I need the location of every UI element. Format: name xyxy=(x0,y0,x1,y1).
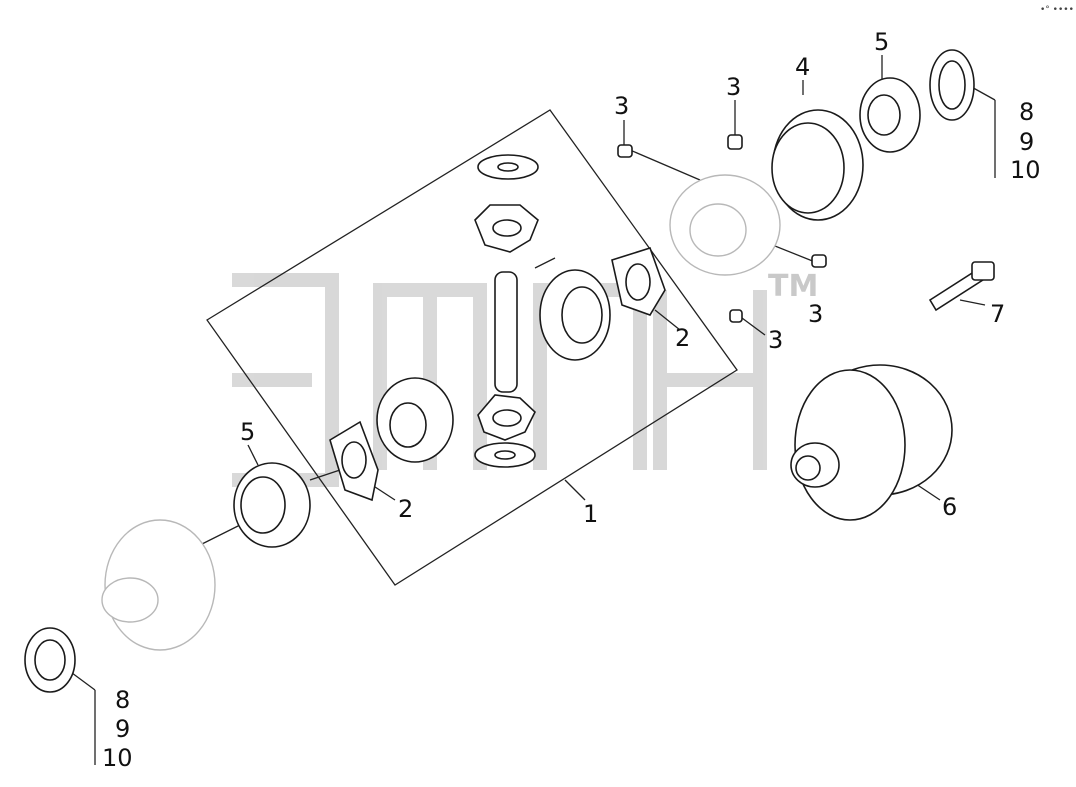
bearing-upper xyxy=(859,77,921,153)
callout-8-upper: 8 xyxy=(1019,98,1034,126)
callout-10-upper: 10 xyxy=(1010,156,1041,184)
callout-8-lower: 8 xyxy=(115,686,130,714)
callout-6: 6 xyxy=(942,493,957,521)
plug-d xyxy=(729,309,743,323)
side-washer-right-hole xyxy=(625,263,651,301)
watermark-trademark: TM xyxy=(768,269,818,304)
case-half-lower-faded xyxy=(101,519,216,651)
plug-b xyxy=(727,134,743,150)
callout-5-upper: 5 xyxy=(874,28,889,56)
side-gear-right xyxy=(539,269,611,361)
callout-9-lower: 9 xyxy=(115,715,130,743)
bearing-cup xyxy=(771,109,864,221)
shim-washer-lower xyxy=(24,627,76,693)
callout-3-right: 3 xyxy=(808,300,823,328)
callout-3-lower: 3 xyxy=(768,326,783,354)
case-half-upper-faded xyxy=(669,174,781,276)
callout-9-upper: 9 xyxy=(1019,128,1034,156)
pinion-gear-top xyxy=(474,204,539,253)
side-washer-left-hole xyxy=(341,441,367,479)
pinion-gear-bottom xyxy=(477,394,536,441)
callout-10-lower: 10 xyxy=(102,744,133,772)
plug-c xyxy=(811,254,827,268)
callout-3-top-left: 3 xyxy=(614,92,629,120)
kit-boundary xyxy=(206,109,738,586)
bearing-lower xyxy=(233,462,311,548)
callout-5-lower: 5 xyxy=(240,418,255,446)
leader-lines xyxy=(67,55,996,765)
callout-2-left: 2 xyxy=(398,495,413,523)
shim-washer-upper xyxy=(929,49,975,121)
callout-1: 1 xyxy=(583,500,598,528)
corner-mark: •° •••• xyxy=(1040,5,1074,15)
side-gear-left xyxy=(376,377,454,463)
differential-case xyxy=(790,364,953,521)
spring-pin xyxy=(534,257,556,269)
thrust-washer-top-hole xyxy=(497,162,519,172)
callout-2-right: 2 xyxy=(675,324,690,352)
thrust-washer-bottom-hole xyxy=(494,450,516,460)
cross-shaft xyxy=(494,271,518,393)
bolt xyxy=(928,261,995,312)
callout-4: 4 xyxy=(795,53,810,81)
callout-7: 7 xyxy=(990,300,1005,328)
plug-a xyxy=(617,144,633,158)
callout-3-top: 3 xyxy=(726,73,741,101)
